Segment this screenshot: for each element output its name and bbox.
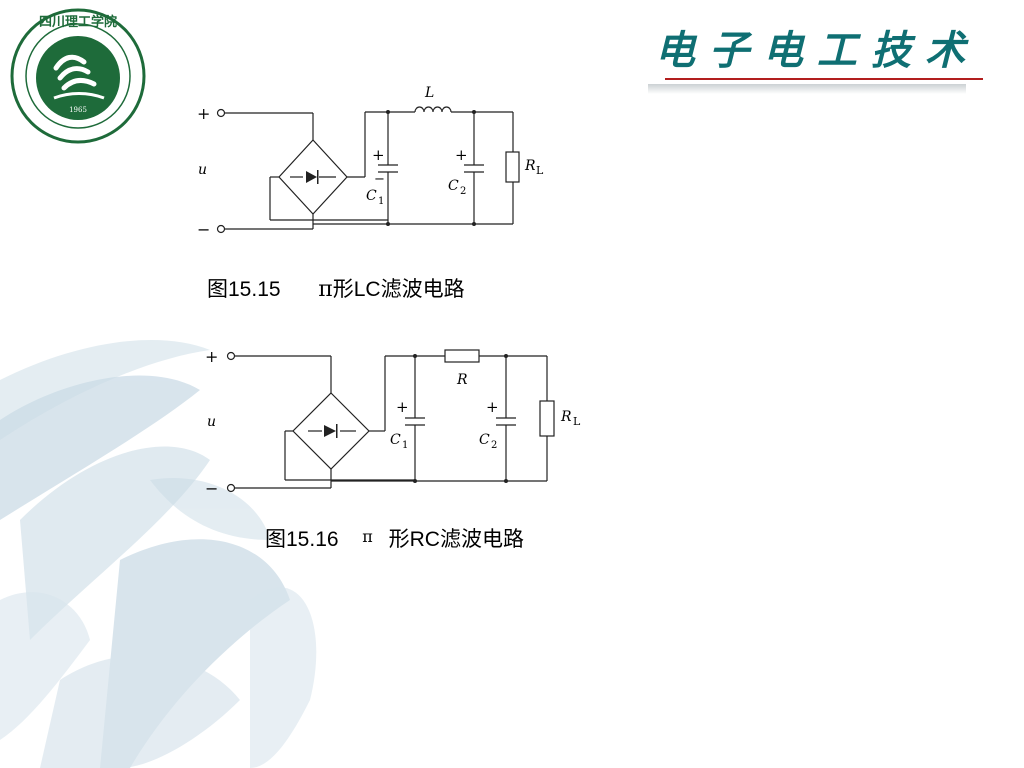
input-minus-terminal	[216, 224, 226, 234]
figure-15-16-caption: 图15.16 π 形RC滤波电路	[265, 523, 524, 553]
c1-label: C	[390, 432, 401, 448]
input-plus-terminal	[216, 108, 226, 118]
pi-symbol: π	[318, 277, 333, 302]
load-resistor-rl	[505, 151, 520, 183]
load-resistor-rl	[539, 400, 555, 437]
c1-plus-label: +	[372, 146, 385, 164]
diode-symbol	[306, 171, 317, 183]
resistor-label: R	[456, 372, 468, 388]
c1-label: C	[366, 188, 377, 204]
c1-subscript: 1	[402, 440, 408, 451]
junction-dot	[413, 354, 417, 358]
c2-subscript: 2	[491, 440, 497, 451]
load-label: R	[524, 158, 536, 174]
diode-symbol	[324, 425, 336, 437]
input-voltage-label: u	[207, 414, 216, 430]
load-subscript: L	[536, 164, 544, 177]
load-label: R	[560, 409, 572, 425]
pi-symbol: π	[362, 527, 373, 546]
slide-title: 电子电工技术	[655, 27, 979, 74]
c1-subscript: 1	[378, 196, 384, 207]
title-rule	[665, 78, 983, 80]
series-resistor-r	[444, 349, 480, 363]
title-shadow	[648, 84, 966, 94]
input-minus-label: −	[205, 479, 218, 498]
input-voltage-label: u	[198, 162, 207, 178]
c2-subscript: 2	[460, 186, 466, 197]
c1-plus-label: +	[396, 398, 409, 416]
inductor-label: L	[424, 85, 434, 101]
c2-label: C	[448, 178, 459, 194]
pi-rc-filter-circuit: + − u R + C 1 + C 2 R L	[205, 347, 581, 498]
junction-dot	[413, 479, 417, 483]
load-subscript: L	[573, 415, 581, 428]
caption-number: 图15.16	[265, 528, 339, 551]
junction-dot	[472, 222, 476, 226]
caption-text: 形LC滤波电路	[332, 278, 465, 301]
junction-dot	[386, 110, 390, 114]
input-plus-label: +	[205, 347, 218, 366]
input-minus-terminal	[226, 483, 236, 493]
seal-chinese-name: 四川理工学院	[39, 14, 117, 30]
junction-dot	[386, 222, 390, 226]
c2-plus-label: +	[455, 146, 468, 164]
inductor-l	[414, 106, 452, 113]
junction-dot	[472, 110, 476, 114]
input-plus-label: +	[197, 104, 210, 123]
c2-plus-label: +	[486, 398, 499, 416]
university-seal: 1965 四川理工学院	[10, 8, 146, 144]
input-minus-label: −	[197, 220, 210, 239]
c2-label: C	[479, 432, 490, 448]
pi-lc-filter-circuit: + − u L + − C 1 + C 2 R L	[197, 85, 544, 239]
caption-text: 形RC滤波电路	[388, 528, 524, 551]
junction-dot	[504, 479, 508, 483]
seal-year: 1965	[69, 106, 87, 114]
input-plus-terminal	[226, 351, 236, 361]
figure-15-15-caption: 图15.15 π形LC滤波电路	[207, 273, 465, 303]
junction-dot	[504, 354, 508, 358]
caption-number: 图15.15	[207, 278, 281, 301]
c1-minus-label: −	[374, 172, 385, 187]
